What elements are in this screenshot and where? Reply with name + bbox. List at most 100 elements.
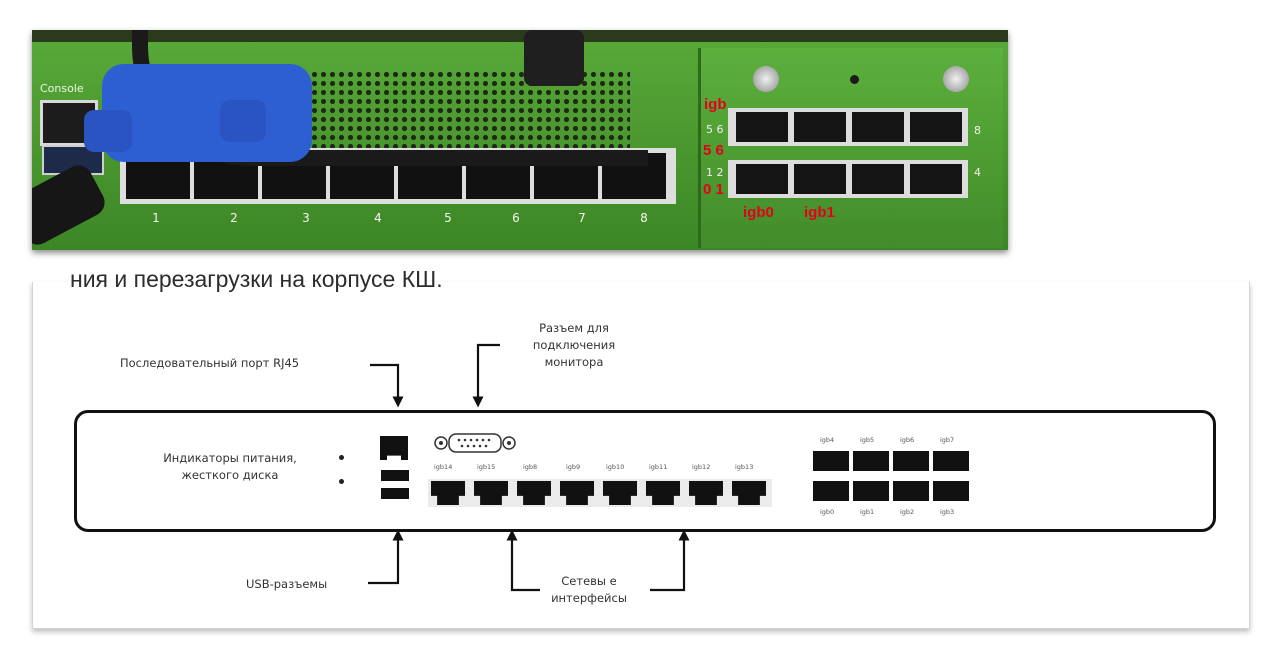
usb-connectors-label: USB-разъемы	[246, 577, 328, 591]
port-number-label: 7	[578, 211, 586, 225]
printed-pair-lower: 1 2	[706, 166, 724, 179]
annotation-igb1: igb1	[804, 204, 835, 221]
vga-thumbscrew-right	[220, 100, 266, 142]
sfp-cage-upper	[728, 108, 968, 146]
vga-connector	[102, 64, 312, 162]
rj45-port-label: igb13	[735, 463, 754, 471]
sfp-port-icon	[853, 481, 889, 501]
cable-ferrite-sleeve	[524, 30, 584, 86]
vga-pin	[484, 444, 488, 448]
rj45-port-label: igb14	[434, 463, 453, 471]
rj45-port-label: igb11	[649, 463, 668, 471]
power-indicator-led	[339, 455, 344, 460]
sfp-port-icon	[893, 481, 929, 501]
sfp-port-label: igb7	[940, 436, 955, 444]
port-number-label: 3	[302, 211, 310, 225]
sfp-port-label: igb4	[820, 436, 835, 444]
annotation-upper-pair: 5 6	[703, 142, 724, 159]
sfp-port-icon	[813, 481, 849, 501]
annotation-igb: igb	[704, 96, 727, 113]
sfp-slot	[852, 164, 904, 194]
vga-port-screw-hole	[507, 441, 511, 445]
vga-port-body	[448, 433, 502, 453]
disk-indicator-led	[339, 479, 344, 484]
sfp-port-label: igb3	[940, 508, 955, 516]
vga-port-screw-hole	[439, 441, 443, 445]
vga-pin	[475, 438, 479, 442]
sfp-port-icon	[893, 451, 929, 471]
thumbscrew	[753, 66, 779, 92]
port-number-label: 5	[444, 211, 452, 225]
sfp-slot	[794, 164, 846, 194]
vga-port-icon	[434, 433, 516, 453]
printed-pair-upper: 5 6	[706, 123, 724, 136]
network-label-line: интерфейсы	[551, 591, 627, 605]
sfp-slot	[736, 164, 788, 194]
sfp-slot	[736, 112, 788, 142]
sfp-slot	[910, 164, 962, 194]
rj45-port-label: igb9	[566, 463, 581, 471]
port-number-label: 1	[152, 211, 160, 225]
sfp-bank-number: 4	[974, 166, 981, 179]
sfp-port-label: igb1	[860, 508, 875, 516]
sfp-port-icon	[813, 451, 849, 471]
sfp-port-icon	[933, 451, 969, 471]
indicators-label: Индикаторы питания, жесткого диска	[130, 450, 330, 484]
network-arrow-left	[506, 529, 540, 592]
network-arrow-right	[650, 529, 690, 592]
vga-pin	[478, 444, 482, 448]
thumbscrew	[943, 66, 969, 92]
sfp-cage-lower	[728, 160, 968, 198]
port-number-label: 4	[374, 211, 382, 225]
device-photo: Console 1 2 3 4 5 6 7 8 5 6 1 2 8 4	[32, 30, 1008, 250]
vga-pin	[481, 438, 485, 442]
usb-connectors-arrow	[368, 529, 404, 585]
sfp-port-label: igb6	[900, 436, 915, 444]
sfp-bank-number: 8	[974, 124, 981, 137]
vga-pin	[460, 444, 464, 448]
sfp-port-label: igb2	[900, 508, 915, 516]
chassis-outline	[74, 410, 1216, 532]
sfp-slot	[910, 112, 962, 142]
usb-port-icon	[381, 470, 409, 481]
port-number-label: 2	[230, 211, 238, 225]
status-led	[850, 75, 859, 84]
monitor-connector-label: Разъем для подключения монитора	[504, 320, 644, 371]
rj45-port-label: igb12	[692, 463, 711, 471]
monitor-connector-arrow	[472, 343, 500, 408]
vga-pin	[487, 438, 491, 442]
vga-pin	[457, 438, 461, 442]
vga-pin	[469, 438, 473, 442]
monitor-label-line: подключения	[532, 338, 616, 352]
cut-off-text-line: ния и перезагрузки на корпусе КШ.	[70, 266, 443, 292]
network-interfaces-label: Сетевы е интерфейсы	[524, 573, 654, 607]
sfp-slot	[852, 112, 904, 142]
serial-port-label: Последовательный порт RJ45	[120, 356, 300, 370]
rj45-port-label: igb10	[606, 463, 625, 471]
sfp-port-icon	[933, 481, 969, 501]
port-number-label: 8	[640, 211, 648, 225]
sfp-port-label: igb0	[820, 508, 835, 516]
cut-off-document-text: ния и перезагрузки на корпусе КШ.	[70, 262, 770, 298]
sfp-slot	[794, 112, 846, 142]
vga-pin	[466, 444, 470, 448]
annotation-lower-pair: 0 1	[703, 181, 724, 198]
annotation-igb0: igb0	[743, 204, 774, 221]
rj45-port-label: igb8	[523, 463, 538, 471]
indicators-label-line: Индикаторы питания,	[163, 451, 297, 465]
vga-pin	[472, 444, 476, 448]
vga-thumbscrew-left	[84, 110, 132, 152]
rj45-port-label: igb15	[477, 463, 496, 471]
port-number-label: 6	[512, 211, 520, 225]
monitor-label-line: монитора	[544, 355, 604, 369]
usb-port-icon	[381, 488, 409, 499]
indicators-label-line: жесткого диска	[181, 468, 279, 482]
vga-pin	[463, 438, 467, 442]
monitor-label-line: Разъем для	[539, 321, 609, 335]
sfp-port-label: igb5	[860, 436, 875, 444]
sfp-port-icon	[853, 451, 889, 471]
document-fragment	[32, 282, 1250, 629]
network-label-line: Сетевы е	[561, 574, 617, 588]
serial-port-arrow	[370, 363, 404, 408]
